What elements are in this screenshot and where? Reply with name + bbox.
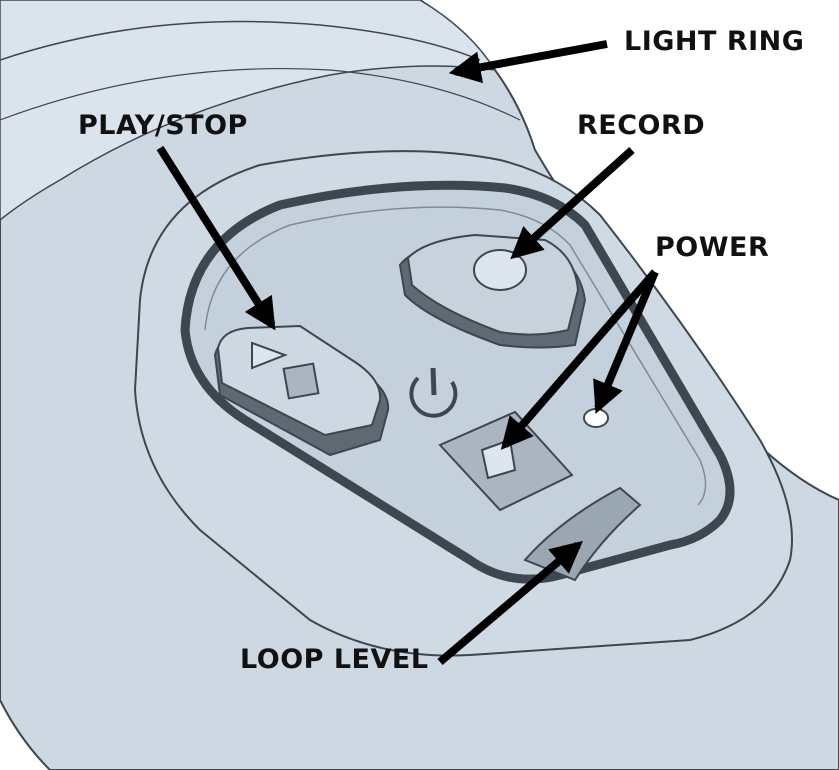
arrow-power-led (593, 270, 659, 414)
record-dot-icon (473, 249, 527, 291)
label-power: POWER (655, 232, 770, 263)
label-play-stop: PLAY/STOP (78, 110, 248, 141)
arrow-play-stop (156, 145, 276, 331)
arrow-light-ring (448, 40, 608, 84)
power-led (583, 408, 609, 428)
label-loop-level: LOOP LEVEL (240, 644, 429, 675)
stop-icon (282, 362, 320, 400)
arrow-record (510, 147, 635, 260)
light-ring-edge-2 (0, 67, 521, 121)
play-icon (251, 341, 288, 370)
panel-inner-edge (204, 206, 707, 506)
light-ring-edge (0, 20, 481, 61)
power-symbol-line (430, 367, 437, 396)
arrow-loop-level (437, 540, 583, 666)
light-ring-band (0, 0, 497, 221)
arrow-power-switch (500, 269, 659, 450)
power-symbol-icon (409, 376, 458, 418)
label-record: RECORD (577, 110, 706, 141)
label-light-ring: LIGHT RING (624, 26, 805, 57)
